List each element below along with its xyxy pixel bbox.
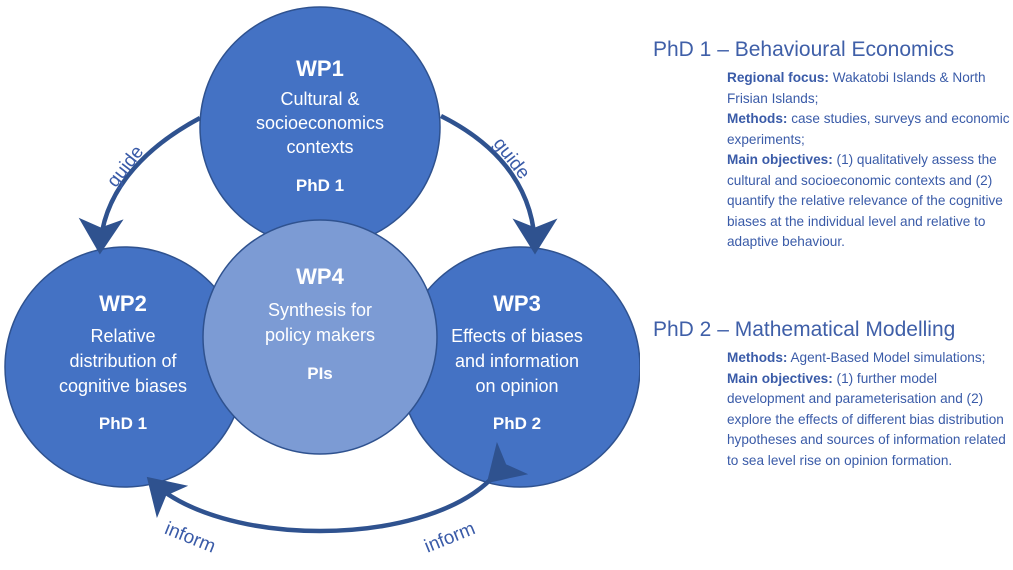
- inform-right-label: inform: [422, 518, 479, 557]
- phd2-heading: PhD 2 – Mathematical Modelling: [653, 318, 956, 341]
- phd2-details: Methods: Agent-Based Model simulations; …: [727, 348, 1013, 471]
- phd1-detail-methods: Methods: case studies, surveys and econo…: [727, 109, 1013, 150]
- wp4-desc-line: policy makers: [265, 325, 375, 345]
- phd2-detail-methods: Methods: Agent-Based Model simulations;: [727, 348, 1013, 369]
- detail-key: Methods:: [727, 111, 788, 126]
- wp4-title: WP4: [296, 264, 344, 289]
- detail-value: Wakatobi Islands & North Frisian Islands…: [727, 70, 986, 106]
- phd1-details: Regional focus: Wakatobi Islands & North…: [727, 68, 1013, 253]
- guide-left-label: guide: [103, 142, 148, 192]
- detail-key: Regional focus:: [727, 70, 829, 85]
- wp3-phd: PhD 2: [493, 414, 541, 433]
- wp2-phd: PhD 1: [99, 414, 147, 433]
- phd1-detail-regional: Regional focus: Wakatobi Islands & North…: [727, 68, 1013, 109]
- wp1-desc-line: socioeconomics: [256, 113, 384, 133]
- guide-left-arrow: [78, 116, 202, 255]
- wp4-phd: PIs: [307, 364, 333, 383]
- detail-value: Agent-Based Model simulations;: [787, 350, 986, 365]
- wp2-desc-line: Relative: [90, 326, 155, 346]
- wp1-desc-line: contexts: [286, 137, 353, 157]
- wp1-title: WP1: [296, 56, 344, 81]
- wp2-desc-line: distribution of: [69, 351, 177, 371]
- inform-left-label: inform: [162, 518, 219, 557]
- wp3-desc-line: and information: [455, 351, 579, 371]
- wp2-desc-line: cognitive biases: [59, 376, 187, 396]
- inform-arrow: [146, 441, 529, 534]
- wp2-title: WP2: [99, 291, 147, 316]
- wp1-phd: PhD 1: [296, 176, 344, 195]
- wp1-desc-line: Cultural &: [280, 89, 359, 109]
- detail-key: Main objectives:: [727, 370, 833, 386]
- wp3-desc-line: Effects of biases: [451, 326, 583, 346]
- phd2-block: PhD 2 – Mathematical Modelling Methods: …: [653, 318, 1013, 471]
- work-package-diagram: guide guide inform inform WP1 Cultural &…: [4, 6, 640, 558]
- phd1-block: PhD 1 – Behavioural Economics Regional f…: [653, 38, 1013, 253]
- wp3-desc-line: on opinion: [475, 376, 558, 396]
- detail-key: Methods:: [727, 350, 788, 365]
- guide-right-arrow: [439, 113, 558, 255]
- phd2-detail-objectives: Main objectives: (1) further model devel…: [727, 369, 1013, 472]
- wp4-desc-line: Synthesis for: [268, 300, 372, 320]
- wp3-title: WP3: [493, 291, 541, 316]
- detail-value: (1) qualitatively assess the cultural an…: [727, 152, 1003, 249]
- phd1-heading: PhD 1 – Behavioural Economics: [653, 38, 955, 61]
- detail-value: case studies, surveys and economic exper…: [727, 111, 1010, 147]
- phd1-detail-objectives: Main objectives: (1) qualitatively asses…: [727, 150, 1013, 253]
- detail-key: Main objectives:: [727, 152, 833, 167]
- detail-value: (1) further model development and parame…: [727, 370, 1006, 468]
